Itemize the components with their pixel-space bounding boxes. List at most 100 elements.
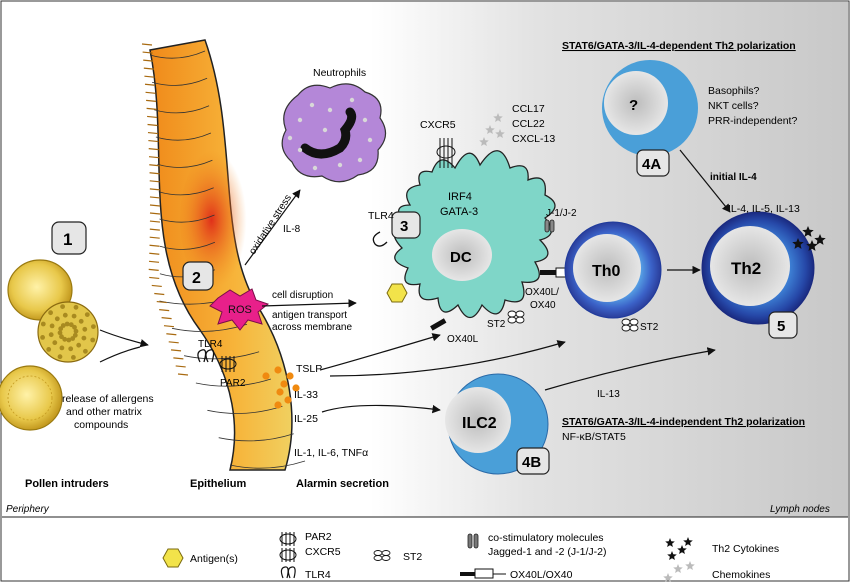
pollen-spike xyxy=(68,346,74,352)
cilium xyxy=(149,244,160,247)
granule xyxy=(287,135,293,141)
cilium xyxy=(161,317,172,320)
epithelial-cell-boundary xyxy=(155,132,212,141)
epithelial-cell-boundary xyxy=(158,187,214,196)
step-badge-4a: 4A xyxy=(636,149,670,177)
pollen-spike xyxy=(57,354,63,360)
chemokine-star xyxy=(495,129,505,138)
legend: Antigen(s) PAR2 CXCR5 TLR4 ST2 co-stimul… xyxy=(162,531,779,582)
legend-ox40-icon xyxy=(460,568,506,579)
independent-subtitle: NF-κB/STAT5 xyxy=(562,431,626,443)
svg-text:2: 2 xyxy=(192,270,201,287)
cilium xyxy=(149,164,160,167)
pollen-spike xyxy=(72,332,78,338)
th2-cell xyxy=(701,211,815,325)
alarmin-dot xyxy=(292,384,300,392)
pollen-spike xyxy=(40,335,45,340)
step-badge-5: 5 xyxy=(768,311,798,339)
dc-ox40l-molecule xyxy=(430,318,447,331)
th0-name: Th0 xyxy=(592,263,621,280)
cilium xyxy=(142,51,153,54)
alarmin-dot xyxy=(284,396,292,404)
cilium xyxy=(141,43,153,46)
pollen-spike xyxy=(48,310,53,316)
svg-text:5: 5 xyxy=(777,318,785,335)
pollen-spike xyxy=(59,334,64,340)
legend-black-star xyxy=(677,545,687,554)
other-cytokines-label: IL-1, IL-6, TNFα xyxy=(294,447,368,459)
granule xyxy=(312,165,318,171)
cilium xyxy=(144,75,155,78)
il4-arrow xyxy=(679,149,731,213)
cilium xyxy=(148,260,160,263)
tslp-to-th0-arrow xyxy=(329,340,566,377)
cilium xyxy=(149,276,160,280)
th2-cytokines-label: IL-4, IL-5, IL-13 xyxy=(728,203,800,215)
cilium xyxy=(173,357,184,360)
step-badge-3: 3 xyxy=(391,211,421,239)
cilium xyxy=(148,268,159,271)
legend-antigen: Antigen(s) xyxy=(190,553,238,565)
cilium xyxy=(148,148,159,151)
granule xyxy=(322,127,328,133)
th2-name: Th2 xyxy=(731,259,761,278)
pollen-spike xyxy=(68,322,74,328)
granule xyxy=(297,147,303,153)
pollen-spike xyxy=(70,336,76,341)
granule xyxy=(327,107,333,113)
epi-tlr4-label: TLR4 xyxy=(198,339,223,350)
pollen-spike xyxy=(81,335,87,341)
pollen-spike xyxy=(62,336,68,342)
cilium xyxy=(177,373,189,376)
dc-cxcr5-receptor xyxy=(436,138,456,168)
alarmin-caption: Alarmin secretion xyxy=(296,478,389,490)
cilium xyxy=(168,341,179,344)
pollen-spike xyxy=(90,337,96,343)
epithelial-cell-boundary xyxy=(207,405,283,414)
unknown-mark: ? xyxy=(629,97,638,114)
dc-tlr4-label: TLR4 xyxy=(368,210,394,222)
dc-name: DC xyxy=(450,249,472,266)
dendritic-cell xyxy=(393,150,556,319)
cilium xyxy=(144,83,156,86)
cilium xyxy=(159,309,170,312)
chemokine-stars xyxy=(479,113,505,146)
dc-st2-label: ST2 xyxy=(487,319,506,330)
th0-cell xyxy=(564,221,662,319)
legend-par2-icon xyxy=(279,532,297,562)
epi-par2-label: PAR2 xyxy=(220,378,246,389)
chemokine-star xyxy=(485,125,495,134)
cilium xyxy=(148,139,159,143)
legend-costim-icon xyxy=(467,533,479,549)
pollen-spike xyxy=(73,328,79,334)
dc-st2-receptor xyxy=(507,310,525,324)
granule xyxy=(349,97,355,103)
granule xyxy=(357,157,363,163)
legend-th2-cytokines: Th2 Cytokines xyxy=(712,543,779,555)
cilium xyxy=(149,180,160,183)
alarmin-dot xyxy=(276,388,284,396)
cilium xyxy=(147,131,159,135)
dc-ox40l-label: OX40L xyxy=(447,334,479,345)
pollen-spike xyxy=(54,316,60,322)
legend-black-star xyxy=(683,537,693,546)
step-badge-4b: 4B xyxy=(516,447,550,475)
ilc2-name: ILC2 xyxy=(462,415,497,432)
disruption-arrow xyxy=(261,299,357,308)
dc-jagged-molecule xyxy=(544,219,555,233)
pollen-spike xyxy=(83,348,88,354)
cilium xyxy=(149,188,160,191)
pollen-spike xyxy=(57,330,63,336)
cilium xyxy=(149,204,161,207)
lymph-label: Lymph nodes xyxy=(770,504,830,515)
cilium xyxy=(149,196,161,199)
cilium xyxy=(149,228,160,231)
alarmin-dot xyxy=(274,366,282,374)
alarmin-dot xyxy=(274,401,282,409)
pollen-spike xyxy=(46,347,52,352)
cilium xyxy=(170,349,182,352)
unknown-options: Basophils? NKT cells? PRR-independent? xyxy=(708,85,797,127)
cilium xyxy=(146,107,157,110)
legend-ox40: OX40L/OX40 xyxy=(510,569,573,581)
